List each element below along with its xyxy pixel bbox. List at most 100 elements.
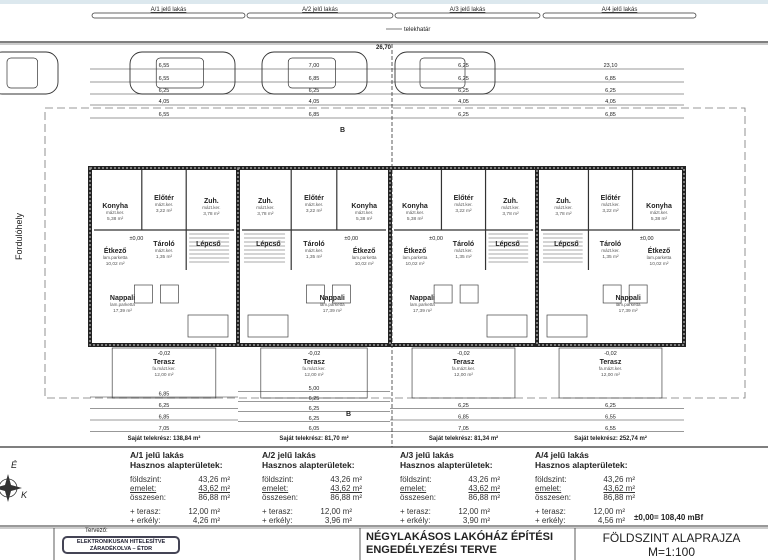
area-table-title: A/3 jelű lakás	[400, 450, 454, 460]
room-floor: lam.parketta	[410, 302, 435, 307]
dimension-label: 6,25	[458, 403, 469, 409]
dimension-label: 6,85	[605, 112, 616, 118]
area-label: + terasz:	[130, 507, 161, 516]
area-table-title: A/1 jelű lakás	[130, 450, 184, 460]
room-area: 1,35 m²	[156, 254, 173, 260]
room-floor: fa.mázt.ker.	[302, 366, 325, 371]
room-floor: mázt.ker.	[256, 205, 274, 210]
area-row: emelet:43,62 m²	[400, 484, 520, 493]
terrace-outline	[558, 347, 663, 399]
area-table-subtitle: Hasznos alapterületek:	[535, 460, 628, 470]
compass-icon	[0, 474, 22, 502]
dimension-label: 6,25	[458, 76, 469, 82]
top-border	[0, 0, 768, 4]
room-name: Étkező	[404, 246, 427, 255]
extra-area-row: + erkély:4,56 m²	[535, 516, 655, 525]
area-value: 43,62 m²	[198, 484, 230, 493]
area-label: összesen:	[400, 493, 437, 502]
room-area: 12,00 m²	[601, 372, 620, 378]
section-marker: B	[346, 411, 351, 418]
unit-header-bracket	[394, 12, 541, 19]
area-value: 12,00 m²	[458, 507, 490, 516]
unit-header-label: A/3 jelű lakás	[450, 7, 486, 13]
dimension-label: 6,25	[309, 416, 320, 422]
room-floor: fa.mázt.ker.	[599, 366, 622, 371]
dimension-label: 6,25	[458, 88, 469, 94]
room-name: Zuh.	[556, 198, 571, 205]
room-name: Tároló	[600, 241, 621, 248]
sheet-title-block: FÖLDSZINT ALAPRAJZA M=1:100	[575, 531, 768, 559]
room-floor: mázt.ker.	[650, 210, 668, 215]
room-area: 17,39 m²	[619, 308, 638, 314]
room-name: Terasz	[153, 359, 175, 366]
car-icon	[129, 51, 236, 95]
area-value: 12,00 m²	[593, 507, 625, 516]
room-name: Tároló	[453, 241, 474, 248]
area-value: 43,62 m²	[330, 484, 362, 493]
project-title-line2: ENGEDÉLYEZÉSI TERVE	[366, 544, 497, 556]
level-mark: ±0,00	[130, 236, 144, 242]
room-area: 12,00 m²	[305, 372, 324, 378]
plot-area-label: Saját telekrész: 81,70 m²	[279, 435, 348, 442]
dimension-label: 6,25	[159, 88, 170, 94]
armchair	[134, 284, 153, 304]
room-name: Terasz	[453, 359, 475, 366]
dimension-label: 6,25	[458, 112, 469, 118]
area-row: összesen:86,88 m²	[262, 493, 382, 502]
room-floor: lam.parketta	[103, 255, 128, 260]
room-area: 3,78 m²	[257, 211, 274, 217]
sofa	[247, 314, 289, 338]
armchair	[602, 284, 622, 304]
area-value: 86,88 m²	[603, 493, 635, 502]
area-label: + erkély:	[130, 516, 161, 525]
dimension-label: 6,25	[605, 403, 616, 409]
sofa	[486, 314, 528, 338]
room-floor: mázt.ker.	[305, 248, 323, 253]
dimension-label: 6,85	[458, 415, 469, 421]
room-area: 10,02 m²	[106, 261, 125, 267]
area-table-title: A/4 jelű lakás	[535, 450, 589, 460]
room-name: Nappali	[110, 295, 135, 302]
area-label: összesen:	[535, 493, 572, 502]
level-mark: ±0,00	[429, 236, 443, 242]
area-table-subtitle: Hasznos alapterületek:	[262, 460, 355, 470]
room-name: Terasz	[303, 359, 325, 366]
terrace-outline	[111, 347, 217, 399]
room-floor: lam.parketta	[110, 302, 135, 307]
room-name: Tároló	[303, 241, 324, 248]
unit-header-label: A/1 jelű lakás	[151, 7, 187, 13]
room-name: Lépcső	[196, 241, 221, 248]
area-value: 43,26 m²	[603, 475, 635, 484]
room-name: Tároló	[153, 241, 174, 248]
room-name: Nappali	[410, 295, 435, 302]
area-row: emelet:43,62 m²	[262, 484, 382, 493]
room-name: Konyha	[646, 203, 672, 210]
room-area: 10,02 m²	[355, 261, 374, 267]
area-row: emelet:43,62 m²	[535, 484, 655, 493]
extra-area-row: + erkély:3,90 m²	[400, 516, 520, 525]
room-area: 1,35 m²	[602, 254, 619, 260]
dimension-label: 5,00	[309, 386, 320, 392]
dimension-label: 4,05	[159, 99, 170, 105]
room-area: 12,00 m²	[454, 372, 473, 378]
level-mark: -0,02	[308, 351, 321, 357]
elevation-reference: ±0,00= 108,40 mBf	[634, 513, 704, 522]
car-icon	[394, 51, 496, 95]
dimension-label: 6,55	[159, 112, 170, 118]
plot-area-label: Saját telekrész: 138,84 m²	[128, 435, 201, 442]
area-label: + terasz:	[535, 507, 566, 516]
table	[332, 284, 351, 304]
dimension-label: 6,25	[309, 88, 320, 94]
unit-header-label: A/4 jelű lakás	[602, 7, 638, 13]
area-label: + terasz:	[400, 507, 431, 516]
room-floor: mázt.ker.	[155, 248, 173, 253]
room-name: Előtér	[154, 195, 174, 202]
extra-area-row: + terasz: 12,00 m²	[400, 507, 520, 516]
area-row: földszint:43,26 m²	[262, 475, 382, 484]
unit-plan: A/2 jelű lakás7,006,856,254,056,85-0,02±…	[236, 7, 394, 442]
room-name: Nappali	[320, 295, 345, 302]
area-row: összesen: 86,88 m²	[535, 493, 655, 502]
